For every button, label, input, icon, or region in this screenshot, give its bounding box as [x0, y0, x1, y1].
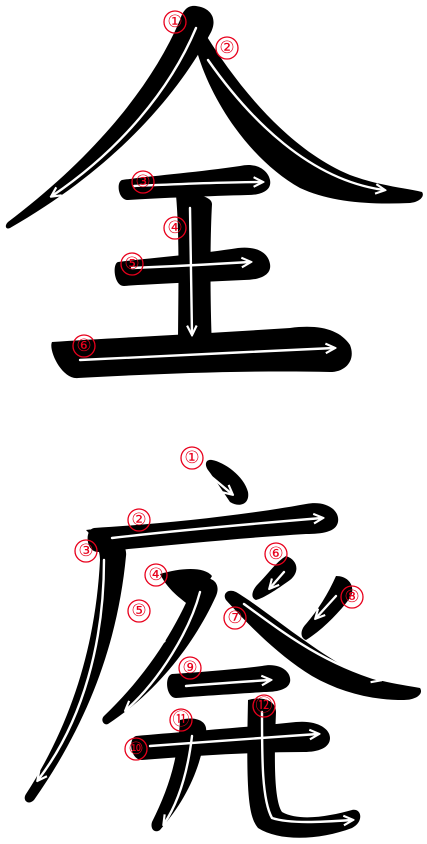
svg-text:③: ③	[135, 172, 150, 192]
svg-text:⑥: ⑥	[268, 544, 283, 564]
svg-text:①: ①	[167, 12, 182, 32]
svg-text:⑤: ⑤	[131, 601, 146, 621]
hai-number-4: ④	[144, 563, 168, 587]
hai-number-2: ②	[127, 508, 151, 532]
svg-text:②: ②	[131, 510, 146, 530]
svg-text:⑥: ⑥	[76, 336, 91, 356]
svg-text:①: ①	[184, 448, 199, 468]
hai-stroke-3	[24, 529, 127, 803]
hai-guides	[38, 472, 380, 824]
hai-stroke-11	[151, 718, 207, 832]
svg-text:④: ④	[167, 218, 182, 238]
svg-text:⑧: ⑧	[344, 587, 359, 607]
zen-number-1: ①	[163, 10, 187, 34]
zen-guides	[52, 26, 384, 362]
hai-number-7: ⑦	[223, 606, 247, 630]
zen-stroke-5	[114, 247, 271, 286]
zen-number-3: ③	[131, 170, 155, 194]
svg-text:②: ②	[219, 38, 234, 58]
hai-stroke-9	[167, 665, 291, 698]
zen-number-6: ⑥	[72, 334, 96, 358]
character-hai: ① ② ③ ④ ⑤ ⑥ ⑦ ⑧ ⑨ ⑩ ⑪ ⑫	[24, 446, 422, 838]
hai-stroke-8	[301, 576, 353, 640]
hai-number-3: ③	[74, 539, 98, 563]
hai-number-8: ⑧	[340, 585, 364, 609]
zen-stroke-1	[5, 5, 214, 229]
hai-stroke-5	[102, 577, 218, 725]
hai-stroke-4	[160, 569, 212, 606]
hai-stroke-12	[247, 698, 361, 838]
hai-number-10: ⑩	[124, 737, 148, 761]
svg-text:④: ④	[148, 565, 163, 585]
hai-number-1: ①	[180, 446, 204, 470]
hai-stroke-6	[252, 556, 297, 600]
svg-text:⑫: ⑫	[256, 696, 273, 716]
hai-number-6: ⑥	[264, 542, 288, 566]
svg-text:⑩: ⑩	[128, 739, 143, 759]
svg-text:⑨: ⑨	[182, 658, 197, 678]
zen-stroke-2	[196, 32, 423, 204]
zen-number-4: ④	[163, 216, 187, 240]
svg-text:③: ③	[78, 541, 93, 561]
character-zen: ① ② ③ ④ ⑤ ⑥	[5, 5, 423, 379]
svg-text:⑦: ⑦	[227, 608, 242, 628]
zen-number-2: ②	[215, 36, 239, 60]
hai-number-12: ⑫	[252, 694, 276, 718]
zen-stroke-6	[51, 326, 352, 379]
hai-number-9: ⑨	[178, 656, 202, 680]
hai-number-11: ⑪	[169, 708, 193, 732]
svg-text:⑪: ⑪	[173, 710, 190, 730]
zen-number-5: ⑤	[120, 252, 144, 276]
hai-number-5: ⑤	[127, 599, 151, 623]
hai-stroke-7	[224, 590, 422, 700]
hai-stroke-1	[205, 459, 249, 505]
svg-text:⑤: ⑤	[124, 254, 139, 274]
